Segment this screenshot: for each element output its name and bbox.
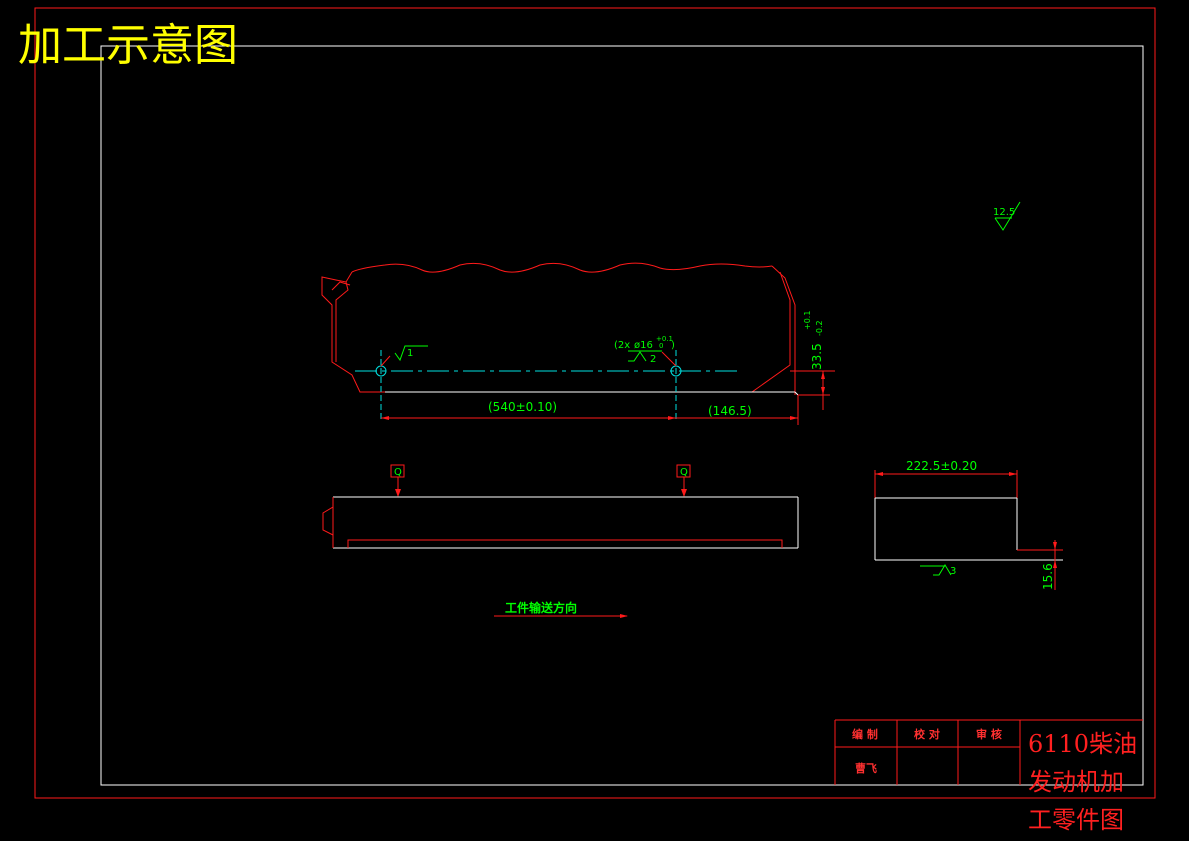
dim-540: (540±0.10) [488, 400, 557, 414]
feed-direction-label: 工件输送方向 [505, 600, 577, 615]
title-block-product-line1: 6110柴油 [1028, 730, 1137, 758]
title-block-col2: 校 对 [914, 727, 940, 741]
dim-146: (146.5) [708, 404, 752, 418]
dim-156: 15.6 [1041, 563, 1055, 590]
dim-335: 33.5 [810, 343, 824, 370]
hole-spec-dia: ø16 [634, 340, 653, 351]
dim-335-tol-up: +0.1 [803, 311, 812, 330]
hole-spec-tol: +0.1 [656, 335, 673, 343]
feed-direction: 工件输送方向 [494, 600, 628, 618]
part-top-view: 1 (2x ø16 +0.1 0 ) 2 (540±0.10) (146.5) … [321, 262, 835, 425]
inner-frame [100, 45, 1144, 786]
title-block-product-line3: 工零件图 [1028, 806, 1124, 834]
title-block-col3: 审 核 [976, 727, 1002, 741]
part-section-view: 222.5±0.20 15.6 3 [874, 459, 1063, 590]
locating-mark-1: 1 [407, 348, 413, 359]
title-block: 编 制 校 对 审 核 曹飞 6110柴油 发动机加 工零件图 [834, 719, 1143, 834]
roughness-value: 12.5 [993, 207, 1015, 218]
clamp-left-label: Q [394, 467, 402, 478]
outer-frame [34, 7, 1156, 799]
clamp-right-label: Q [680, 467, 688, 478]
locating-mark-2: 2 [650, 354, 656, 365]
hole-spec-prefix: (2x [614, 340, 630, 351]
hole-spec-close: ) [671, 340, 675, 351]
title-block-author: 曹飞 [855, 761, 877, 775]
locating-mark-3: 3 [950, 566, 956, 577]
dim-2225: 222.5±0.20 [906, 459, 977, 473]
hole-spec-tol-low: 0 [659, 342, 663, 350]
title-block-product-line2: 发动机加 [1028, 768, 1124, 796]
dim-335-tol-low: -0.2 [815, 320, 824, 336]
part-side-view: Q Q [322, 464, 799, 549]
title-block-col1: 编 制 [852, 727, 878, 741]
roughness-symbol: 12.5 [993, 201, 1021, 231]
part-wavy-edge [351, 262, 773, 273]
drawing-title: 加工示意图 [18, 20, 238, 71]
